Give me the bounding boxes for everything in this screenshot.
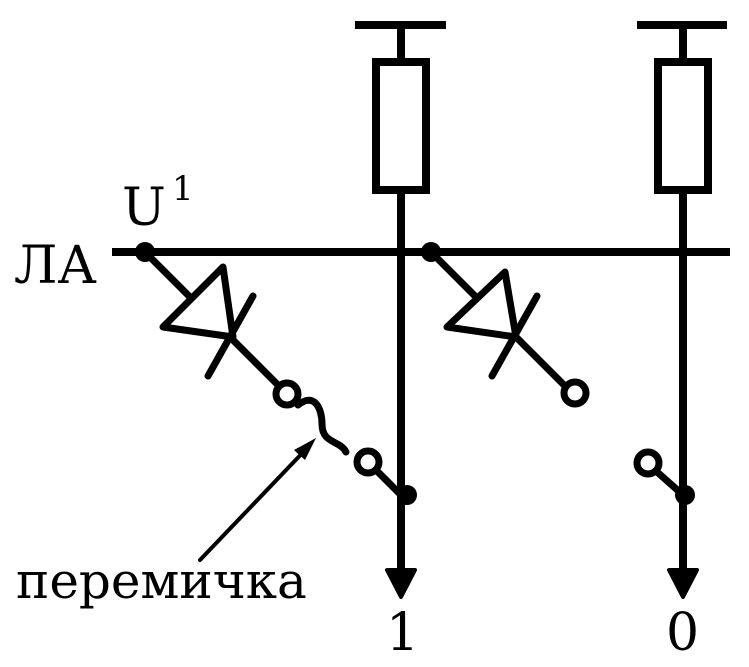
voltage-label: U	[122, 178, 166, 238]
cell-1	[141, 248, 405, 499]
junction-dot	[135, 242, 155, 262]
junction-dot	[421, 242, 441, 262]
output-arrow-1	[385, 568, 417, 599]
resistor-right	[654, 58, 712, 194]
fuse-0-terminal-a	[560, 378, 590, 408]
output-0-label: 0	[666, 603, 699, 663]
diode-1-bar	[204, 292, 257, 380]
resistor-left	[372, 58, 430, 194]
diode-0-triangle	[443, 268, 520, 341]
fuse-0-terminal-b	[633, 448, 663, 478]
address-line-label: ЛА	[14, 236, 97, 296]
jumper-label: перемичка	[16, 552, 307, 610]
output-arrow-0	[667, 568, 699, 599]
jumper-pointer-arrowhead	[294, 438, 316, 460]
diode-1-triangle	[159, 263, 237, 341]
jumper-pointer-arrow	[198, 443, 312, 562]
voltage-superscript: 1	[172, 169, 194, 209]
fuse-1-terminal-b	[353, 447, 383, 477]
output-1-label: 1	[386, 603, 419, 663]
junction-dot	[675, 485, 695, 505]
jumper-link	[294, 396, 350, 456]
junction-dot	[397, 485, 417, 505]
power-supply-right	[637, 21, 727, 62]
power-supply-left	[355, 21, 446, 62]
cell-0	[427, 248, 687, 499]
diode-0-bar	[488, 292, 541, 380]
fuse-1-terminal-a	[272, 379, 302, 409]
